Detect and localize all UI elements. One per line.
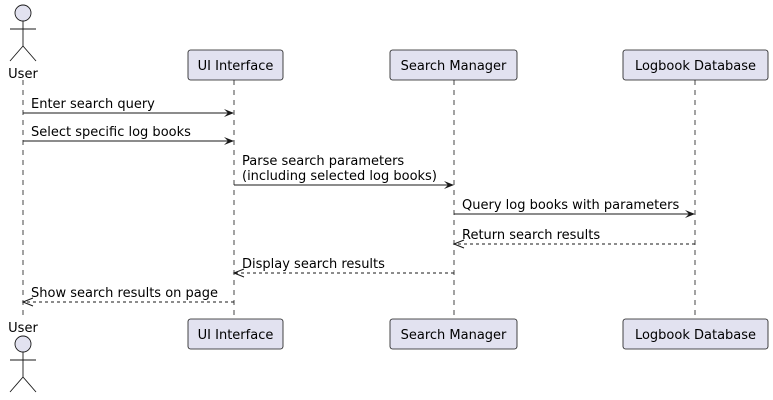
message-label: Query log books with parameters [462,198,680,213]
message-5: Return search results [452,228,695,249]
participant-label: Search Manager [401,328,507,343]
participant-label: UI Interface [198,328,274,343]
actor-top: User [8,4,38,82]
message-4: Query log books with parameters [454,198,695,218]
participant-db-bottom: Logbook Database [622,318,769,350]
message-label: Return search results [462,228,600,243]
actor-head-icon [14,4,32,22]
message-label: Select specific log books [31,125,191,140]
actor-left-leg [9,376,24,393]
actor-label: User [8,321,38,336]
participant-sm-top: Search Manager [389,49,518,81]
participant-db-top: Logbook Database [622,49,769,81]
message-label: Parse search parameters [242,154,404,169]
message-3: Parse search parameters(including select… [234,154,454,189]
participant-box [622,49,769,81]
actor-right-leg [22,45,37,62]
actor-right-leg [22,376,37,393]
open-arrowhead-icon [452,239,465,249]
participant-box [389,318,518,350]
message-label: (including selected log books) [242,169,437,184]
participant-sm-bottom: Search Manager [389,318,518,350]
arrowhead-icon [224,137,234,145]
participant-box [187,49,284,81]
arrowhead-icon [444,181,454,189]
open-arrowhead-icon [21,297,34,307]
message-2: Select specific log books [23,125,234,145]
participant-label: Search Manager [401,59,507,74]
participant-box [187,318,284,350]
arrowhead-icon [224,109,234,117]
actor-label: User [8,67,38,82]
actor-head-icon [14,335,32,353]
message-label: Enter search query [31,97,155,112]
open-arrowhead-icon [232,268,245,278]
message-7: Show search results on page [21,286,234,307]
participant-label: Logbook Database [635,328,756,343]
message-1: Enter search query [23,97,234,117]
participant-ui-bottom: UI Interface [187,318,284,350]
message-label: Display search results [242,257,385,272]
actor-left-leg [9,45,24,62]
participant-ui-top: UI Interface [187,49,284,81]
participant-box [389,49,518,81]
arrowhead-icon [685,210,695,218]
participant-box [622,318,769,350]
participant-label: Logbook Database [635,59,756,74]
message-label: Show search results on page [31,286,218,301]
participant-label: UI Interface [198,59,274,74]
actor-bottom: User [8,321,38,393]
message-6: Display search results [232,257,454,278]
